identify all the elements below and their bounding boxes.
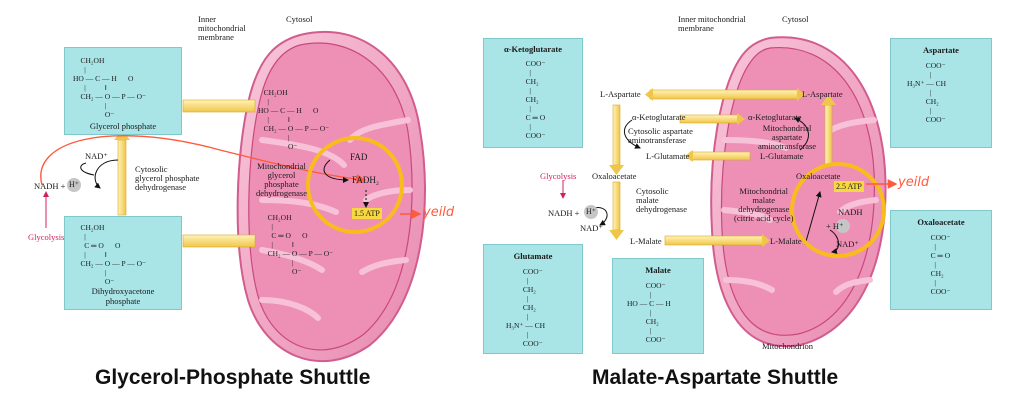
left-inner-membrane-label: Inner mitochondrial membrane xyxy=(198,14,246,42)
left-nadh: NADH + xyxy=(34,181,66,191)
akg-box: α-Ketoglutarate COO⁻ | CH₂ | CH₂ | C ═ O… xyxy=(483,38,583,148)
right-nad-matrix: NAD⁺ xyxy=(836,239,859,249)
glycerol-phosphate-box: CH₂OH | HO — C — H O | ‖ CH₂ — O — P — O… xyxy=(64,47,182,135)
aspartate-formula: COO⁻ | H₃N⁺ — CH | CH₂ | COO⁻ xyxy=(907,61,947,124)
mito-mdh-label: Mitochondrial malate dehydrogenase (citr… xyxy=(734,186,794,223)
right-nad-cytosol: NAD⁺ xyxy=(580,223,603,233)
fad-label: FAD xyxy=(350,152,368,162)
oxaloacetate-box: Oxaloacetate COO⁻ | C ═ O | CH₂ | COO⁻ xyxy=(890,210,992,310)
right-nadh-matrix: NADH xyxy=(838,207,863,217)
malate-box: Malate COO⁻ | HO — C — H | CH₂ | COO⁻ xyxy=(612,258,704,354)
glutamate-box: Glutamate COO⁻ | CH₂ | CH₂ | H₃N⁺ — CH |… xyxy=(483,244,583,354)
glycerol-phosphate-title: Glycerol phosphate xyxy=(89,121,157,131)
left-atp-yield: 1.5 ATP xyxy=(352,208,382,219)
right-h-plus-matrix: + H⁺ xyxy=(826,221,844,231)
oxaloacetate-title: Oxaloacetate xyxy=(917,217,965,227)
glutamate-formula: COO⁻ | CH₂ | CH₂ | H₃N⁺ — CH | COO⁻ xyxy=(506,267,546,348)
akg-cytosol: α-Ketoglutarate xyxy=(632,112,686,122)
l-malate-cytosol: L-Malate xyxy=(630,236,662,246)
mito-aat-label: Mitochondrial aspartate aminotransferase xyxy=(758,123,817,151)
cytosolic-gpdh-label: Cytosolic glycerol phosphate dehydrogena… xyxy=(135,164,200,192)
right-highlight-circle xyxy=(790,162,886,258)
glutamate-title: Glutamate xyxy=(513,251,553,261)
l-aspartate-cytosol: L-Aspartate xyxy=(600,89,641,99)
right-nadh-cytosol: NADH + xyxy=(548,208,580,218)
left-h-plus: H⁺ xyxy=(69,180,79,189)
right-transport-bars xyxy=(609,88,836,247)
akg-matrix: α-Ketoglutarate xyxy=(748,112,802,122)
right-glycolysis: Glycolysis xyxy=(540,171,577,181)
left-mitochondrion xyxy=(236,30,426,363)
right-atp-yield: 2.5 ATP xyxy=(834,181,864,192)
left-transport-bars xyxy=(114,99,256,248)
right-yield-annotation: yeild xyxy=(898,175,930,190)
cytosolic-mdh-label: Cytosolic malate dehydrogenase xyxy=(636,186,687,214)
right-caption: Malate-Aspartate Shuttle xyxy=(592,366,839,389)
right-h-plus-cytosol: H⁺ xyxy=(586,207,596,216)
oxaloacetate-matrix: Oxaloacetate xyxy=(796,171,841,181)
left-yield-annotation: yeild xyxy=(423,205,455,220)
cytosolic-aat-label: Cytosolic aspartate aminotransferase xyxy=(628,126,693,145)
left-glycolysis: Glycolysis xyxy=(28,232,65,242)
left-cytosol-label: Cytosol xyxy=(286,14,313,24)
right-mitochondrion xyxy=(710,36,887,348)
fadh2-label: FADH₂ xyxy=(352,175,379,185)
l-glutamate-matrix: L-Glutamate xyxy=(760,151,804,161)
matrix-dhap-formula: CH₂OH | C ═ O O | ‖ CH₂ — O — P — O⁻ | O… xyxy=(267,213,334,276)
dhap-box: CH₂OH | C ═ O O | ‖ CH₂ — O — P — O⁻ | O… xyxy=(64,216,182,310)
glycerol-phosphate-formula: CH₂OH | HO — C — H O | ‖ CH₂ — O — P — O… xyxy=(73,56,146,119)
dhap-title: Dihydroxyacetone phosphate xyxy=(91,286,155,306)
left-highlight-circle xyxy=(306,136,404,234)
left-nad-plus: NAD⁺ xyxy=(85,151,108,161)
l-glutamate-cytosol: L-Glutamate xyxy=(646,151,690,161)
aspartate-box: Aspartate COO⁻ | H₃N⁺ — CH | CH₂ | COO⁻ xyxy=(890,38,992,148)
dhap-formula: CH₂OH | C ═ O O | ‖ CH₂ — O — P — O⁻ | O… xyxy=(80,223,146,286)
mitochondrion-label: Mitochondrion xyxy=(762,341,813,351)
malate-formula: COO⁻ | HO — C — H | CH₂ | COO⁻ xyxy=(627,281,671,344)
right-cytosol-label: Cytosol xyxy=(782,14,809,24)
malate-title: Malate xyxy=(645,265,671,275)
matrix-glycerol-phosphate-formula: CH₂OH | HO — C — H O | ‖ CH₂ — O — P — O… xyxy=(258,88,330,151)
akg-title: α-Ketoglutarate xyxy=(503,44,563,54)
oxaloacetate-cytosol: Oxaloacetate xyxy=(592,171,637,181)
l-aspartate-matrix: L-Aspartate xyxy=(802,89,843,99)
right-inner-membrane-label: Inner mitochondrial membrane xyxy=(678,14,746,33)
oxaloacetate-formula: COO⁻ | C ═ O | CH₂ | COO⁻ xyxy=(930,233,951,296)
left-caption: Glycerol-Phosphate Shuttle xyxy=(95,366,371,389)
mito-gpdh-label: Mitochondrial glycerol phosphate dehydro… xyxy=(256,161,307,198)
aspartate-title: Aspartate xyxy=(923,45,959,55)
l-malate-matrix: L-Malate xyxy=(770,236,802,246)
akg-formula: COO⁻ | CH₂ | CH₂ | C ═ O | COO⁻ xyxy=(525,59,546,140)
